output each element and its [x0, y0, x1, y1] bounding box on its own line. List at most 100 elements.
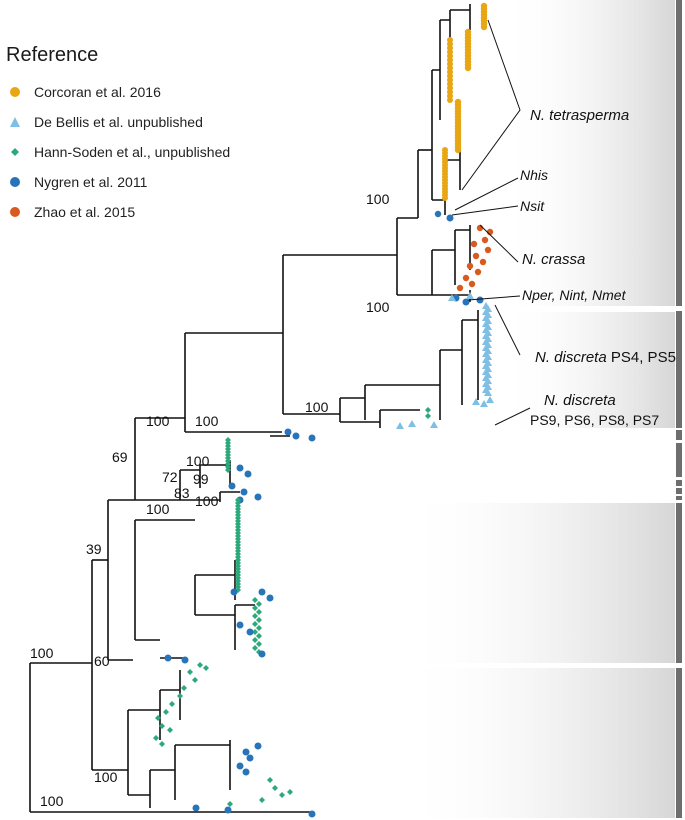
legend-label: Nygren et al. 2011: [34, 174, 148, 190]
leaf-marker: [267, 777, 273, 783]
leaf-marker: [177, 693, 183, 699]
orange-circle-icon: [6, 86, 24, 98]
leaf-marker: [181, 656, 189, 664]
clade-bar: [676, 311, 682, 428]
legend-item-hannsoden: Hann-Soden et al., unpublished: [6, 137, 230, 167]
leaf-marker: [396, 422, 404, 429]
clade-bar: [676, 443, 682, 477]
clade-bar: [676, 503, 682, 663]
leaf-marker: [472, 252, 480, 260]
shade-band-discreta: [500, 312, 675, 428]
bootstrap-value: 100: [195, 493, 219, 509]
leaf-marker: [254, 742, 262, 750]
clade-label-tetrasperma: N. tetrasperma: [530, 107, 629, 124]
clade-bar: [676, 496, 682, 500]
clade-label-discreta-2: N. discreta: [544, 392, 616, 409]
leaf-marker: [292, 432, 300, 440]
bootstrap-value: 83: [174, 485, 190, 501]
clade-bar: [676, 480, 682, 486]
leaf-marker: [258, 650, 266, 658]
legend-item-nygren: Nygren et al. 2011: [6, 167, 230, 197]
leaf-marker: [466, 292, 474, 299]
leaf-marker: [442, 195, 448, 201]
leaf-marker: [252, 613, 258, 619]
leaf-marker: [430, 421, 438, 428]
leaf-marker: [252, 645, 258, 651]
clade-label-nper: Nper, Nint, Nmet: [522, 287, 627, 303]
bootstrap-value: 100: [366, 191, 390, 207]
leaf-marker: [484, 246, 492, 254]
leaf-marker: [308, 434, 316, 442]
clade-bar: [676, 0, 682, 306]
leaf-marker: [447, 97, 453, 103]
leaf-marker: [155, 715, 161, 721]
leaf-marker: [484, 389, 492, 396]
legend-item-debellis: De Bellis et al. unpublished: [6, 107, 230, 137]
clade-label-discreta-2-line2: PS9, PS6, PS8, PS7: [530, 412, 659, 428]
leaf-marker: [167, 727, 173, 733]
legend-label: Corcoran et al. 2016: [34, 84, 161, 100]
leaf-marker: [256, 617, 262, 623]
red-circle-icon: [6, 206, 24, 218]
leaf-marker: [446, 214, 454, 222]
leaf-marker: [468, 280, 476, 288]
bootstrap-value: 69: [112, 449, 128, 465]
leaf-marker: [462, 298, 470, 306]
leaf-marker: [425, 407, 431, 413]
leaf-marker: [254, 493, 262, 501]
leaf-marker: [242, 768, 250, 776]
legend-label: Zhao et al. 2015: [34, 204, 136, 220]
leaf-marker: [246, 754, 254, 762]
bootstrap-value: 100: [146, 413, 170, 429]
leaf-marker: [228, 482, 236, 490]
bootstrap-value: 100: [146, 501, 170, 517]
leaf-marker: [240, 488, 248, 496]
leaf-marker: [236, 621, 244, 629]
leaf-marker: [246, 628, 254, 636]
leaf-marker: [408, 420, 416, 427]
leaf-marker: [256, 601, 262, 607]
leaf-marker: [474, 268, 482, 276]
clade-label-discreta-1: N. discreta PS4, PS5: [535, 349, 676, 366]
leaf-marker: [203, 665, 209, 671]
leaf-marker: [181, 685, 187, 691]
leaf-marker: [476, 296, 484, 304]
leaf-marker: [225, 467, 231, 473]
clade-bar: [676, 430, 682, 440]
tree-branches: [29, 4, 479, 813]
leaf-marker: [236, 464, 244, 472]
clade-bar: [676, 488, 682, 494]
bootstrap-value: 99: [193, 471, 209, 487]
legend: Reference Corcoran et al. 2016 De Bellis…: [6, 44, 230, 227]
leaf-marker: [159, 741, 165, 747]
bootstrap-value: 100: [195, 413, 219, 429]
leaf-marker: [252, 605, 258, 611]
bootstrap-value: 39: [86, 541, 102, 557]
leaf-marker: [224, 806, 232, 814]
leaf-marker: [272, 785, 278, 791]
leaf-markers: [153, 2, 494, 818]
leaf-marker: [256, 625, 262, 631]
clade-label-nsit: Nsit: [520, 198, 545, 214]
leaf-marker: [256, 609, 262, 615]
bootstrap-values: 100 100 100 100 100 69 72 99 100 83 100 …: [30, 191, 390, 809]
leaf-marker: [476, 224, 484, 232]
clade-bar: [676, 668, 682, 818]
leaf-marker: [197, 662, 203, 668]
leaf-marker: [480, 23, 488, 31]
legend-label: De Bellis et al. unpublished: [34, 114, 203, 130]
leaf-marker: [486, 396, 494, 403]
leaf-marker: [258, 588, 266, 596]
legend-item-zhao: Zhao et al. 2015: [6, 197, 230, 227]
leaf-marker: [169, 701, 175, 707]
legend-label: Hann-Soden et al., unpublished: [34, 144, 231, 160]
shade-band-lower: [400, 503, 675, 663]
leaf-marker: [230, 588, 238, 596]
leaf-marker: [466, 262, 474, 270]
leaf-marker: [227, 801, 233, 807]
shade-band-bottom: [400, 668, 675, 818]
leaf-marker: [252, 621, 258, 627]
leaf-marker: [481, 236, 489, 244]
bootstrap-value: 100: [186, 453, 210, 469]
leaf-marker: [259, 797, 265, 803]
